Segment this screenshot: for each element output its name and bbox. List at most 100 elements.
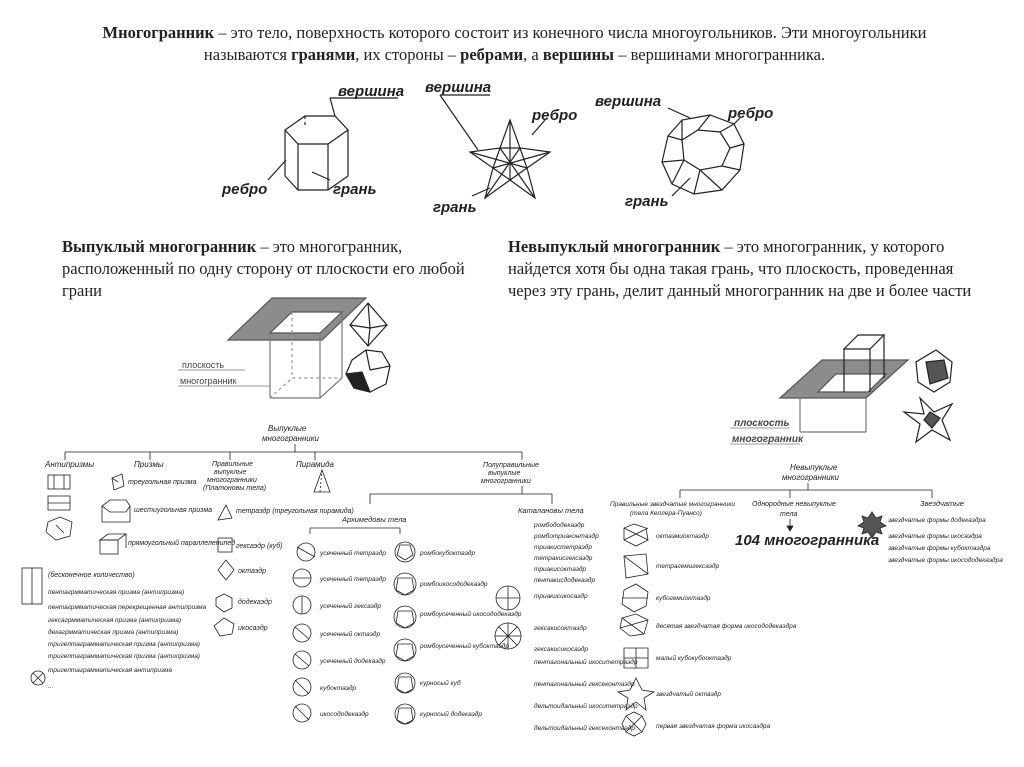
platonic-item-1: тетраэдр (треугольная пирамида): [236, 507, 354, 515]
convex-tree: Выпуклые многогранники Антипризмы Призмы…: [21, 424, 638, 732]
kepler-item-7: первая звездчатая форма икосаэдра: [656, 722, 771, 730]
intro-paragraph: Многогранник – это тело, поверхность кот…: [62, 22, 967, 66]
catalan-item-10: пентагональный икоситетраэдр: [534, 658, 638, 666]
platonic-heading-2: выпуклые: [214, 469, 247, 476]
nonconvex-poly-label: многогранник: [732, 434, 804, 445]
intro-faces: гранями: [291, 45, 356, 64]
rhombicuboctahedron-figure: вершина ребро грань: [595, 93, 773, 210]
convex-tree-root-1: Выпуклые: [268, 424, 307, 433]
vertex-label-1: вершина: [338, 83, 404, 100]
catalan-item-8: гексакисоктаэдр: [534, 624, 587, 632]
catalan-icons: [494, 585, 522, 650]
nonconvex-text: – это многогранник, у которого найдется …: [508, 237, 972, 300]
stellated-item-4: звездчатые формы икосододекаэдра: [887, 556, 1003, 564]
archimedean-left-icons: [292, 542, 316, 723]
platonic-heading-3: многогранники: [207, 477, 257, 484]
kepler-heading-2: (тела Кеплера-Пуансо): [630, 510, 702, 517]
antiprism-item-2: пентагрмматическая перекрещенная антипри…: [48, 604, 206, 611]
platonic-item-2: гексаэдр (куб): [236, 542, 283, 550]
stellated-item-1: звездчатые формы додекаэдра: [887, 516, 986, 524]
intro-text-1: – это тело, поверхность которого состоит…: [203, 23, 927, 64]
catalan-item-11: пентагональный гексеконтаэдр: [534, 680, 635, 688]
intro-vertices: вершины: [542, 45, 615, 64]
antiprism-note: (бесконечное количество): [48, 571, 135, 579]
archimedean-left-2: усеченный тетраэдр: [319, 575, 386, 583]
kepler-item-5: малый кубокубооктаэдр: [656, 654, 732, 662]
nonconvex-tree: Невыпуклые многогранники Правильные звез…: [610, 463, 1003, 737]
vertex-label-3: вершина: [595, 93, 661, 110]
convex-text: – это многогранник, расположенный по одн…: [62, 237, 465, 300]
archimedean-left-7: икосододекаэдр: [320, 710, 369, 718]
vertex-label-2: вершина: [425, 79, 491, 96]
kepler-icons: [616, 523, 656, 737]
convex-plane-label: плоскость: [182, 360, 224, 370]
face-label-2: грань: [433, 199, 477, 216]
platonic-item-3: октаэдр: [238, 567, 266, 575]
edge-label-3: ребро: [727, 105, 773, 122]
semiregular-heading-2: выпуклые: [488, 470, 521, 477]
prisms-heading: Призмы: [134, 460, 164, 469]
platonic-item-5: икосаэдр: [238, 624, 268, 632]
uniform-count: 104 многогранника: [735, 532, 879, 549]
stellated-heading: Звездчатые: [920, 499, 964, 508]
kepler-item-6: звездчатый октаэдр: [655, 690, 721, 698]
catalan-item-2: ромботриаконтаэдр: [533, 532, 599, 540]
semiregular-heading-3: многогранники: [481, 478, 531, 485]
archimedean-heading: Архимедовы тела: [341, 515, 406, 524]
stellated-item-3: звездчатые формы кубоктаэдра: [887, 544, 991, 552]
uniform-heading-2: тела: [780, 511, 797, 518]
archimedean-left-6: кубоктаэдр: [320, 684, 357, 692]
nonconvex-definition: Невыпуклый многогранник – это многогранн…: [508, 236, 978, 302]
stellated-item-2: звездчатые формы икосаэдра: [887, 532, 982, 540]
archimedean-left-5: усеченный додекаэдр: [319, 657, 386, 665]
catalan-item-12: дельтоидальный икоситетраэдр: [534, 702, 638, 710]
archimedean-left-1: усеченный тетраэдр: [319, 549, 386, 557]
prism-item-2: шестиугольная призма: [134, 507, 212, 514]
archimedean-right-2: ромбоикосододекаэдр: [419, 580, 488, 588]
catalan-item-7: триакисикосаэдр: [534, 592, 588, 600]
convex-definition: Выпуклый многогранник – это многогранник…: [62, 236, 492, 302]
kepler-item-1: октаэмиоктаэдр: [656, 532, 709, 540]
antiprism-item-7: тригептаграмматическая антипризма: [48, 667, 172, 674]
archimedean-right-6: курносый додекаэдр: [420, 710, 482, 718]
catalan-item-9: гексакисикосаэдр: [534, 645, 588, 653]
prism-item-1: треугольная призма: [128, 479, 197, 486]
antiprisms-heading: Антипризмы: [44, 460, 94, 469]
intro-edges: ребрами: [460, 45, 524, 64]
intro-text-3: , а: [523, 45, 543, 64]
archimedean-right-5: курносый куб: [420, 679, 461, 687]
convex-term: Выпуклый многогранник: [62, 237, 257, 256]
face-label-1: грань: [333, 181, 377, 198]
archimedean-right-icons: [393, 541, 417, 725]
star-polyhedron-figure: вершина ребро грань: [425, 79, 577, 216]
intro-term: Многогранник: [102, 23, 215, 42]
catalan-item-3: триакистетраэдр: [534, 543, 592, 551]
edge-label-2: ребро: [531, 107, 577, 124]
antiprism-item-5: тригептаграмматическая призма (антипризм…: [48, 641, 200, 648]
antiprism-item-4: декагрмматическая призма (антипризма): [48, 628, 178, 636]
archimedean-right-4: ромбоусеченный кубоктаэдр: [419, 642, 509, 650]
pyramid-heading: Пирамида: [296, 460, 335, 469]
nonconvex-plane-figure: плоскость многогранник: [730, 334, 954, 445]
platonic-heading-4: (Платоновы тела): [203, 485, 266, 492]
hexagonal-prism-figure: вершина ребро грань: [221, 83, 404, 198]
nonconvex-tree-root-2: многогранники: [782, 473, 840, 482]
archimedean-left-4: усеченный октаэдр: [319, 630, 381, 638]
antiprism-item-6: тригептаграмматическая призма (антипризм…: [48, 653, 200, 660]
semiregular-heading-1: Полуправильные: [483, 462, 539, 469]
convex-plane-figure: плоскость многогранник: [178, 297, 391, 399]
face-label-3: грань: [625, 193, 669, 210]
intro-text-4: – вершинами многогранника.: [614, 45, 826, 64]
nonconvex-term: Невыпуклый многогранник: [508, 237, 721, 256]
catalan-item-5: триакисоктаэдр: [534, 565, 587, 573]
catalan-heading: Каталановы тела: [518, 506, 584, 515]
edge-label-1: ребро: [221, 181, 267, 198]
intro-text-2: , их стороны –: [355, 45, 461, 64]
antiprism-item-1: пентагрмматическая призма (антипризма): [48, 589, 184, 596]
catalan-item-6: пентакисдодекаэдр: [534, 576, 595, 584]
kepler-heading-1: Правильные звездчатые многогранники: [610, 500, 735, 508]
archimedean-left-3: усеченный гексаэдр: [319, 602, 381, 610]
catalan-item-4: тетракисгексаэдр: [534, 554, 593, 562]
